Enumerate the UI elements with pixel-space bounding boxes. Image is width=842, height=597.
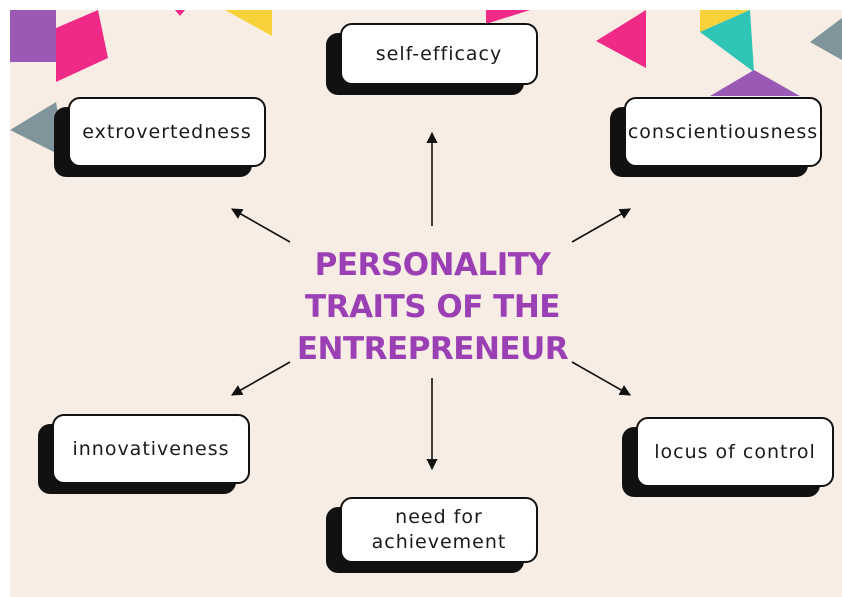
purple-right-triangle: [710, 70, 800, 96]
central-title: PERSONALITY TRAITS OF THE ENTREPRENEUR: [280, 244, 585, 370]
trait-label-conscientiousness: conscientiousness: [624, 97, 822, 167]
trait-label-locus-of-control: locus of control: [636, 417, 834, 487]
trait-card-extrovertedness: extrovertedness: [54, 97, 266, 177]
arrow-upper-left: [231, 208, 291, 243]
title-line-2: TRAITS OF THE: [305, 289, 560, 325]
title-line-3: ENTREPRENEUR: [296, 331, 569, 367]
trait-card-conscientiousness: conscientiousness: [610, 97, 822, 177]
trait-card-locus-of-control: locus of control: [622, 417, 834, 497]
arrow-lower-left: [231, 361, 291, 396]
connector-arrows: [231, 131, 631, 471]
pink-corner-shape: [56, 10, 108, 82]
need-for-achievement-line1: need for: [395, 506, 483, 528]
trait-card-self-efficacy: self-efficacy: [326, 23, 538, 95]
decorative-triangles: [10, 10, 842, 158]
purple-corner-shape: [10, 10, 56, 62]
trait-label-extrovertedness: extrovertedness: [68, 97, 266, 167]
title-line-1: PERSONALITY: [314, 247, 551, 283]
gray-corner-triangle: [10, 102, 66, 158]
pink-right-triangle: [596, 10, 646, 68]
arrow-lower-right: [571, 361, 631, 396]
teal-right-triangle: [700, 10, 754, 72]
pink-top-triangle: [486, 10, 530, 24]
trait-label-need-for-achievement: need for achievement: [340, 497, 538, 563]
arrow-upper-right: [571, 208, 631, 243]
small-pink-triangle: [175, 10, 185, 16]
yellow-top-triangle: [225, 10, 272, 36]
trait-card-innovativeness: innovativeness: [38, 414, 250, 494]
diagram-canvas: self-efficacy extrovertedness conscienti…: [10, 10, 842, 597]
trait-label-innovativeness: innovativeness: [52, 414, 250, 484]
trait-label-self-efficacy: self-efficacy: [340, 23, 538, 85]
gray-right-triangle: [810, 18, 842, 60]
need-for-achievement-line2: achievement: [371, 531, 507, 553]
trait-card-need-for-achievement: need for achievement: [326, 497, 538, 573]
